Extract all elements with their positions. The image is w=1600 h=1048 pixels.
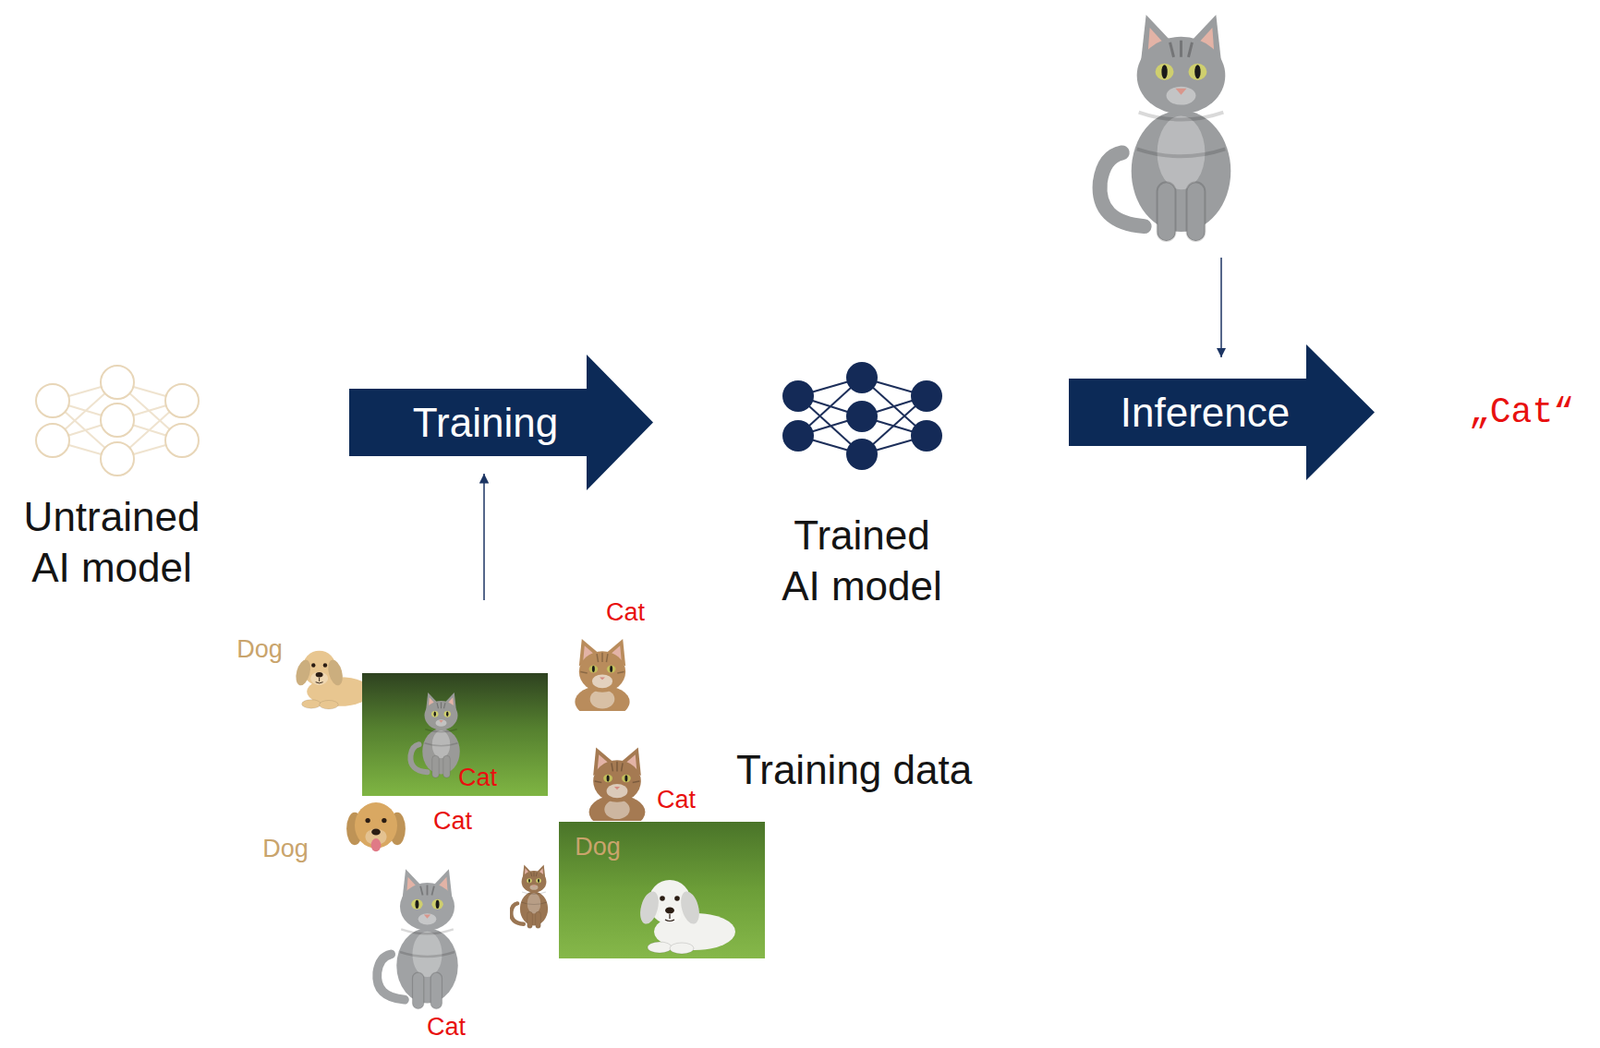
trained-network-icon (782, 362, 943, 471)
class-label: Dog (262, 836, 309, 862)
class-label: Cat (426, 1015, 466, 1041)
grey-cat-photo (376, 869, 459, 1009)
arrow-fill (349, 354, 654, 491)
untrained-network-icon (100, 442, 134, 476)
node-text: Training (412, 402, 558, 444)
trained-network-icon (846, 438, 878, 471)
trained-network-icon (782, 362, 943, 471)
model-icon-node: Untrained AI model (4, 365, 219, 594)
flow-arrow (483, 473, 485, 601)
retriever-photo (331, 796, 419, 856)
training-photos (290, 612, 765, 1048)
trained-network-icon (846, 362, 878, 394)
white-dog-photo (637, 880, 736, 955)
class-label: Dog (574, 835, 621, 861)
grass-cat-photo (362, 673, 548, 797)
model-icon-node: Trained AI model (774, 374, 950, 612)
untrained-network-icon (165, 384, 199, 418)
white-dog-photo (558, 822, 765, 959)
process-arrow: Training (349, 388, 587, 457)
node-text: Untrained AI model (4, 491, 219, 594)
untrained-network-icon (100, 403, 134, 437)
trained-network-icon (782, 420, 814, 452)
output-label: „Cat“ (1468, 395, 1575, 431)
trained-network-icon (782, 380, 814, 413)
kitten-photo (510, 864, 548, 929)
cat-head-photo (564, 612, 641, 719)
untrained-network-icon (36, 424, 70, 458)
untrained-network-icon (36, 365, 199, 476)
untrained-network-icon (100, 365, 134, 400)
tabby-photo (589, 748, 646, 830)
data-collage: Training data (232, 600, 765, 1044)
grass-cat-photo (362, 673, 548, 797)
white-dog-photo (558, 822, 765, 959)
grey-cat-photo (344, 855, 510, 1048)
retriever-photo (346, 802, 406, 852)
trained-network-icon (846, 400, 878, 433)
untrained-network-icon (36, 365, 199, 476)
node-text: Training data (736, 750, 1269, 791)
arrow-fill (1068, 344, 1375, 481)
class-label: Cat (656, 787, 696, 813)
trained-network-icon (910, 420, 943, 452)
process-arrow: Inference (1068, 378, 1307, 447)
class-label: Dog (236, 637, 283, 663)
retriever-photo (331, 796, 419, 856)
grass-cat-photo (410, 692, 460, 778)
node-text: Inference (1120, 392, 1290, 434)
class-label: Cat (606, 600, 645, 626)
class-label: Cat (433, 809, 473, 835)
input-cat-photo (1100, 14, 1232, 242)
tabby-photo (576, 727, 658, 830)
input-cat-photo (1100, 14, 1232, 242)
input-arrow (1220, 257, 1223, 358)
node-text: Trained AI model (774, 509, 950, 612)
class-label: Cat (458, 765, 497, 791)
untrained-network-icon (165, 424, 199, 458)
cat-head-photo (574, 639, 630, 719)
untrained-network-icon (36, 384, 70, 418)
puppy-photo (293, 651, 372, 710)
trained-network-icon (910, 380, 943, 413)
grey-cat-photo (344, 855, 510, 1048)
